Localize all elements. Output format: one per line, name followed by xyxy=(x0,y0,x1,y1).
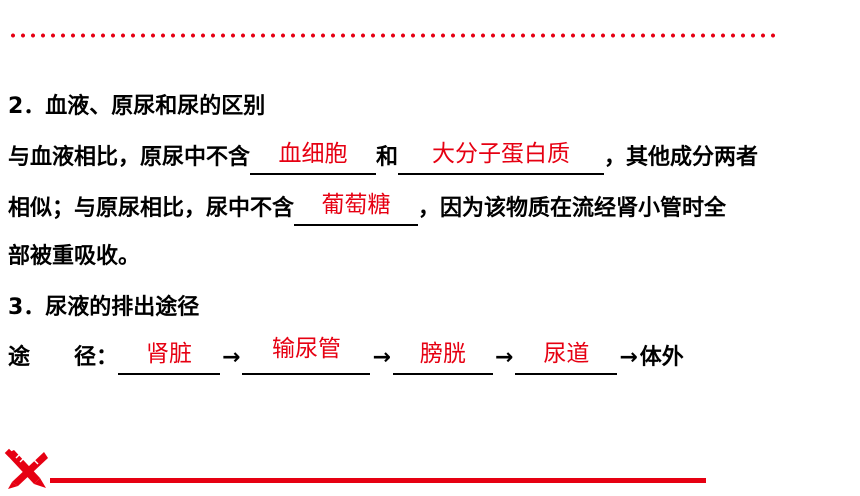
blank-glucose: 葡萄糖 xyxy=(294,192,419,226)
section2-line2: 相似；与原尿相比，尿中不含 葡萄糖 ，因为该物质在流经肾小管时全 xyxy=(8,192,727,226)
arrow-3: → xyxy=(494,345,514,370)
path-label: 途 径： xyxy=(8,345,119,370)
bottom-red-rule xyxy=(50,478,706,483)
line1-prefix: 与血液相比，原尿中不含 xyxy=(8,145,251,170)
blank-ureter: 输尿管 xyxy=(242,336,371,375)
answer-kidney: 肾脏 xyxy=(146,341,193,367)
arrow-2: → xyxy=(372,345,391,370)
top-dotted-divider xyxy=(8,33,780,38)
answer-urethra: 尿道 xyxy=(543,341,590,367)
arrow-4: → xyxy=(619,345,638,370)
blank-bladder: 膀胱 xyxy=(392,341,493,375)
section2-heading-text: 2．血液、原尿和尿的区别 xyxy=(8,94,266,119)
line1-connector: 和 xyxy=(376,145,399,170)
section2-line1: 与血液相比，原尿中不含 血细胞 和 大分子蛋白质 ，其他成分两者 xyxy=(8,141,759,175)
answer-glucose: 葡萄糖 xyxy=(321,192,391,218)
blank-kidney: 肾脏 xyxy=(118,341,221,375)
answer-ureter: 输尿管 xyxy=(271,336,341,362)
blank-blood-cells: 血细胞 xyxy=(250,141,377,175)
blank-urethra: 尿道 xyxy=(515,341,618,375)
path-end: 体外 xyxy=(639,345,684,370)
answer-bladder: 膀胱 xyxy=(419,341,466,367)
line2-prefix: 相似；与原尿相比，尿中不含 xyxy=(8,196,295,221)
section2-heading: 2．血液、原尿和尿的区别 xyxy=(8,92,265,122)
answer-blood-cells: 血细胞 xyxy=(278,141,348,167)
section3-heading-text: 3．尿液的排出途径 xyxy=(8,295,200,320)
excretion-path-row: 途 径：肾脏→输尿管→膀胱→尿道→体外 xyxy=(8,336,684,375)
blank-large-protein: 大分子蛋白质 xyxy=(398,141,605,175)
line2-suffix: ，因为该物质在流经肾小管时全 xyxy=(418,196,727,221)
line1-suffix: ，其他成分两者 xyxy=(604,145,759,170)
answer-large-protein: 大分子蛋白质 xyxy=(432,141,571,167)
section3-heading: 3．尿液的排出途径 xyxy=(8,293,199,323)
crossed-pens-icon xyxy=(4,448,50,490)
arrow-1: → xyxy=(222,345,241,370)
section2-line3: 部被重吸收。 xyxy=(8,242,140,272)
line3-text: 部被重吸收。 xyxy=(8,244,141,269)
